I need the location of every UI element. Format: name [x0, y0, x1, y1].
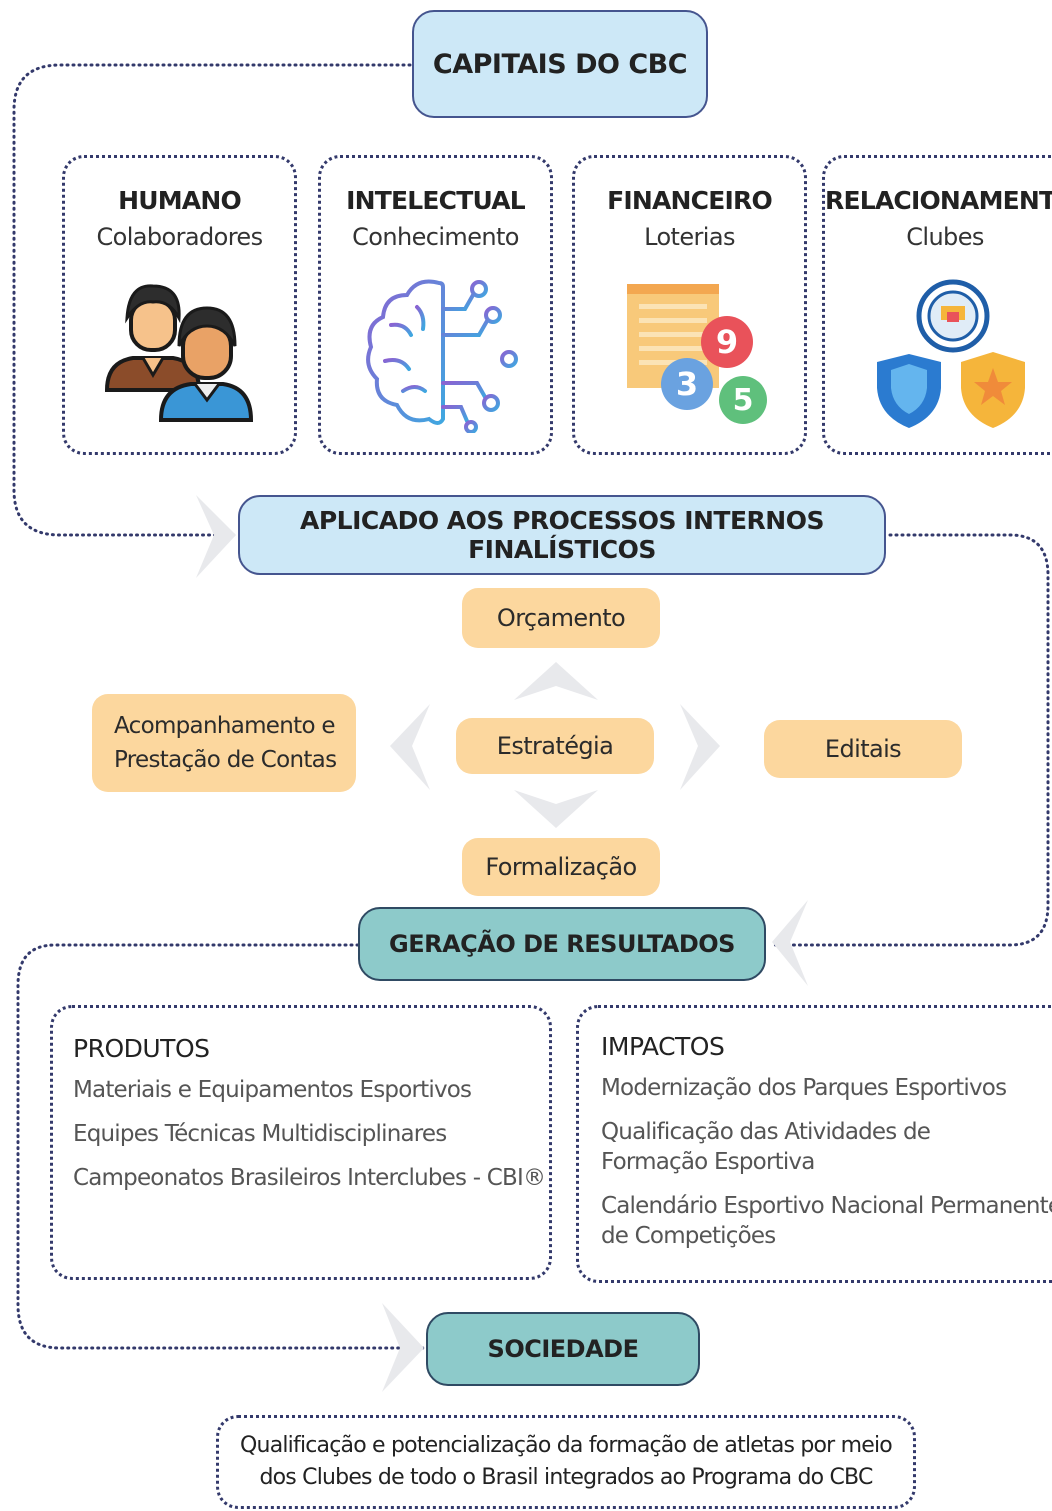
connector-results-to-society	[16, 943, 427, 1350]
capital-title: HUMANO	[118, 186, 242, 215]
product-item: Materiais e Equipamentos Esportivos	[73, 1077, 472, 1103]
arrow-right	[680, 704, 720, 790]
process-header: APLICADO AOS PROCESSOS INTERNOS FINALÍST…	[238, 495, 886, 575]
process-step-formalizacao: Formalização	[462, 838, 660, 896]
impacts-box: IMPACTOS Modernização dos Parques Esport…	[576, 1005, 1052, 1283]
lottery-ball-number: 9	[715, 323, 739, 361]
lottery-ball-number: 3	[675, 365, 699, 403]
capitals-title: CAPITAIS DO CBC	[432, 48, 688, 80]
capital-card-financeiro: FINANCEIRO Loterias 9 3 5	[572, 155, 807, 455]
process-step-estrategia: Estratégia	[456, 718, 654, 774]
arrow-into-process	[196, 495, 236, 578]
product-item: Equipes Técnicas Multidisciplinares	[73, 1121, 447, 1147]
capital-subtitle: Loterias	[644, 223, 735, 251]
club-shields-icon	[865, 276, 1035, 436]
arrow-into-results	[772, 900, 808, 986]
process-step-label: Acompanhamento e Prestação de Contas	[114, 713, 337, 773]
connector-process-to-results	[773, 533, 1050, 947]
results-header: GERAÇÃO DE RESULTADOS	[358, 907, 766, 981]
capitals-header: CAPITAIS DO CBC	[412, 10, 708, 118]
lottery-ball-number: 5	[732, 382, 754, 418]
capital-subtitle: Conhecimento	[352, 223, 519, 251]
arrow-up	[514, 662, 598, 700]
society-description: Qualificação e potencialização da formaç…	[240, 1433, 893, 1490]
capital-card-relacionamento: RELACIONAMENTO Clubes	[822, 155, 1052, 455]
connector-capitals-to-process	[12, 63, 412, 537]
process-step-label: Orçamento	[496, 604, 626, 632]
arrow-down	[514, 790, 598, 828]
products-box: PRODUTOS Materiais e Equipamentos Esport…	[50, 1005, 552, 1280]
products-title: PRODUTOS	[73, 1034, 210, 1063]
process-title: APLICADO AOS PROCESSOS INTERNOS FINALÍST…	[299, 506, 825, 564]
capital-title: RELACIONAMENTO	[825, 186, 1052, 215]
arrow-left	[390, 704, 430, 790]
capital-card-intelectual: INTELECTUAL Conhecimento	[318, 155, 553, 455]
process-step-label: Editais	[824, 735, 902, 763]
society-title: SOCIEDADE	[487, 1335, 639, 1363]
brain-circuit-icon	[361, 273, 521, 433]
people-icon	[103, 280, 253, 425]
capital-subtitle: Clubes	[906, 223, 984, 251]
process-step-acompanhamento: Acompanhamento e Prestação de Contas	[92, 694, 356, 792]
capital-title: INTELECTUAL	[346, 186, 526, 215]
impacts-title: IMPACTOS	[601, 1032, 725, 1061]
society-header: SOCIEDADE	[426, 1312, 700, 1386]
process-step-orcamento: Orçamento	[462, 588, 660, 648]
capital-subtitle: Colaboradores	[96, 223, 263, 251]
process-step-editais: Editais	[764, 720, 962, 778]
process-step-label: Estratégia	[496, 732, 614, 760]
impact-item: Modernização dos Parques Esportivos	[601, 1075, 1007, 1101]
product-item: Campeonatos Brasileiros Interclubes - CB…	[73, 1165, 546, 1191]
capital-title: FINANCEIRO	[607, 186, 773, 215]
results-title: GERAÇÃO DE RESULTADOS	[389, 930, 735, 958]
impact-item: Calendário Esportivo Nacional Permanente…	[601, 1193, 1052, 1249]
impact-item: Qualificação das Atividades de Formação …	[601, 1119, 931, 1175]
arrow-into-society	[382, 1303, 424, 1392]
process-step-label: Formalização	[485, 853, 637, 881]
capital-card-humano: HUMANO Colaboradores	[62, 155, 297, 455]
society-description-box: Qualificação e potencialização da formaç…	[216, 1415, 916, 1509]
lottery-balls-icon: 9 3 5	[623, 280, 773, 430]
